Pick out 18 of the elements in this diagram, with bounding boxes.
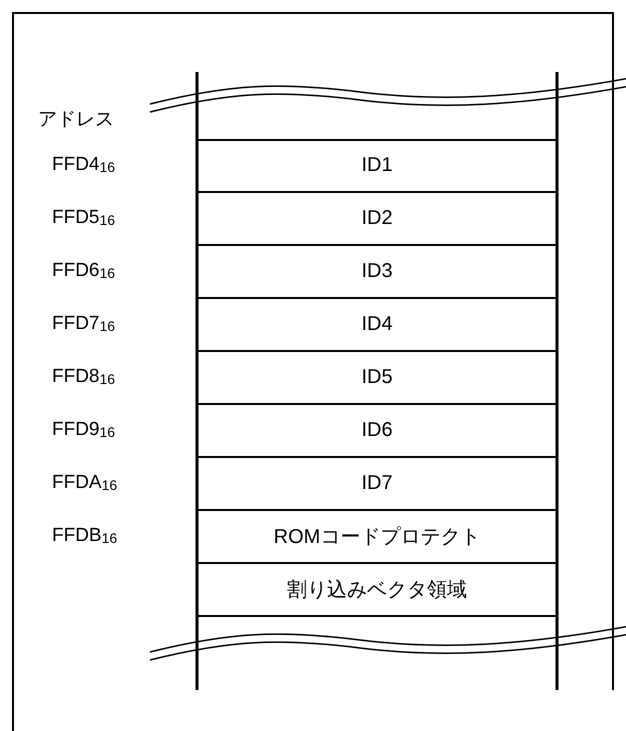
cell-label: ROMコードプロテクト [274,525,480,550]
address-label: FFDB$_{16}$ [52,525,118,547]
address-label: FFD9$_{16}$ [52,419,116,441]
cell-label: 割り込みベクタ領域 [287,578,467,603]
cell-label: ID2 [361,207,393,230]
cell-label: ID1 [361,154,393,177]
address-heading: アドレス [38,108,114,132]
cell-label: ID5 [361,366,393,389]
address-label: FFDA$_{16}$ [52,472,118,494]
address-label: FFD4$_{16}$ [52,154,116,176]
address-label: FFD8$_{16}$ [52,366,116,388]
cell-label: ID7 [361,472,393,495]
address-label: FFD7$_{16}$ [52,313,116,335]
cell-label: ID4 [361,313,393,336]
cell-label: ID3 [361,260,393,283]
address-label: FFD5$_{16}$ [52,207,116,229]
address-label: FFD6$_{16}$ [52,260,116,282]
cell-label: ID6 [361,419,393,442]
